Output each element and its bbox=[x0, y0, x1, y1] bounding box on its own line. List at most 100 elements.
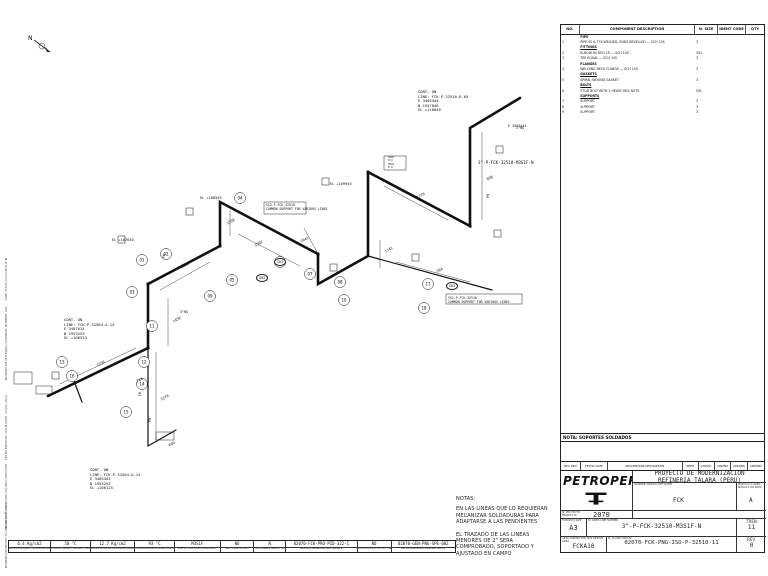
side-text-issue-date: FECHA EMISION / ISSUE DATE: 14-JUL-2010 bbox=[4, 395, 8, 460]
pipe-segment-drop bbox=[147, 347, 177, 448]
design-data-label: PRESION OPERAC. OPERAT.PRESSURE bbox=[9, 547, 50, 550]
table-cell-size: 3X2 bbox=[695, 50, 703, 55]
callout-cont-top-line: N 1947846 bbox=[418, 102, 439, 108]
col-header-description: COMPONENT DESCRIPTION bbox=[579, 25, 696, 35]
design-data-value: N bbox=[254, 541, 286, 548]
north-arrow-icon bbox=[33, 39, 51, 53]
note-line: ADAPTARSE A LAS PENDIENTES bbox=[456, 519, 538, 526]
rev-col-design: DISEÑO bbox=[715, 462, 732, 470]
node-label: 02 bbox=[163, 252, 169, 257]
callout-cont-bottom-line: CONT. ON bbox=[90, 467, 109, 472]
callout-elev-3-line: EL +107630 bbox=[112, 238, 134, 242]
design-data-label: NUMERO DIAGRAMA P&ID NUMBER bbox=[300, 547, 343, 550]
table-cell-desc: GASKETS bbox=[580, 72, 597, 77]
rev-col-date: FECHA DATE bbox=[581, 462, 608, 470]
table-cell-desc: FITTINGS bbox=[580, 45, 597, 50]
field-weld-tag: FW bbox=[162, 253, 166, 258]
design-data-label: AFECTA A PROT. AFFECT PROT. bbox=[357, 547, 391, 550]
design-data-label: ESPECIF. MATERIAL PIPING SPEC. bbox=[177, 547, 217, 550]
callout-cont-top-line: LINE: FCK-P-32510-R-65 bbox=[418, 93, 469, 99]
side-text-line: LINE: FCK-P-32510-M3S1F-N bbox=[4, 257, 8, 300]
node-label: 01 bbox=[139, 258, 145, 263]
callout-elev-1: EL +108595 bbox=[200, 196, 222, 200]
rev-col-description: DESCRIPCION DESCRIPTION bbox=[608, 462, 683, 470]
area-cell: AREA DISEÑO POR PDS DESIGN AREA FCKA10 bbox=[561, 537, 607, 553]
callout-support-right-line: SS2-P-FCK-32510 bbox=[448, 296, 477, 300]
line-label: Nº LINEA LINE NUMBER bbox=[588, 519, 619, 522]
rev-value: 0 bbox=[749, 542, 754, 549]
callout-cont-left-line: N 1953253 bbox=[64, 330, 85, 336]
company-name: PETROPERU bbox=[563, 474, 632, 488]
table-cell-desc: PIPE SS A-778 WELDED, ENDS BEVELLED — SC… bbox=[580, 40, 665, 45]
table-cell-no: 5 bbox=[562, 77, 565, 82]
module-value: A bbox=[749, 497, 753, 504]
pipe-segment-lower bbox=[46, 199, 320, 398]
project-no-label: Nº PROYECTO PROJECT Nº bbox=[562, 511, 580, 517]
table-cell-no: 9 bbox=[562, 110, 565, 115]
callout-support-upper-line: COMMON SUPPORT FOR VARIOUS LINES bbox=[266, 207, 328, 211]
node-label: 12 bbox=[141, 360, 147, 365]
project-no-filler bbox=[633, 511, 766, 519]
design-data-label: PRESION DISEÑO DESIGN.PRESSURE bbox=[91, 547, 134, 550]
node-label: 13 bbox=[59, 360, 65, 365]
table-cell-desc: SUPPORTS bbox=[580, 93, 600, 98]
callout-cont-bottom-line: EL +106125 bbox=[90, 485, 113, 491]
field-weld-tag: FW bbox=[486, 193, 490, 198]
callout-cont-left-line: CONT. ON bbox=[64, 317, 83, 322]
table-cell-size: 3 bbox=[695, 110, 699, 115]
table-cell-desc: FLANGES bbox=[580, 61, 597, 66]
tren-value: 11 bbox=[747, 524, 756, 531]
table-cell-desc: STUD BOLT WITH 2 HEAVY HEX NUTS bbox=[580, 88, 640, 93]
rev-col-approved: APROBÓ bbox=[731, 462, 748, 470]
note-line: COMPROBADO, SOPORTADO Y bbox=[456, 544, 534, 551]
note-line: AJUSTADO EN CAMPO bbox=[456, 550, 512, 557]
company-logo-icon bbox=[585, 492, 607, 505]
field-weld-tag: FW bbox=[148, 417, 152, 422]
table-cell-no: 3 bbox=[562, 56, 565, 61]
callout-line-tag-line: 3"-P-FCK-32510-M3S1F-N bbox=[478, 160, 534, 165]
callout-line-tag: 3"-P-FCK-32510-M3S1F-N bbox=[478, 160, 533, 165]
callout-cont-top-line: EL +110840 bbox=[418, 107, 441, 113]
node-label: 11 bbox=[149, 324, 155, 329]
pipe-size-tag: 3"NS bbox=[180, 310, 189, 314]
side-text-project: NUMERO DE PROYECTO / PROJECT Nº: 2070 bbox=[4, 502, 8, 568]
design-data-value: 02070-GEN-PNG-SPE-002 bbox=[391, 541, 455, 548]
callout-elev-3: EL +107630 bbox=[112, 238, 134, 242]
unit-label: NOMBRE UNIDAD UNIT NAME bbox=[634, 483, 673, 486]
table-cell-qty bbox=[746, 109, 764, 114]
project-title-cell: PROYECTO DE MODERNIZACION REFINERIA TALA… bbox=[633, 471, 766, 483]
rev-col-approved-2: APROBÓ bbox=[749, 463, 762, 468]
dimension-lines bbox=[59, 132, 483, 440]
support-tag: S01 bbox=[274, 258, 287, 266]
node-label: 09 bbox=[207, 294, 213, 299]
weld-markers bbox=[146, 170, 472, 350]
support-tag: S03 bbox=[446, 282, 459, 290]
table-row: GASKETS bbox=[561, 72, 764, 77]
design-data-value: NO bbox=[220, 541, 254, 548]
table-cell-size: 5/8 bbox=[695, 88, 702, 93]
project-no-value: 2070 bbox=[593, 511, 610, 519]
design-data-value: 02070-FCK-PRO-PID-322-1 bbox=[286, 541, 357, 548]
node-bubbles bbox=[56, 192, 434, 418]
table-cell-desc: BOLTS bbox=[580, 83, 592, 88]
callout-east-1-line: E 3405444 bbox=[508, 124, 527, 128]
design-data-value: 12.7 Kg/cm2 bbox=[91, 541, 134, 548]
rev-cell: REV. 0 bbox=[737, 537, 766, 553]
design-data-label: TRAT.TERMICO PWHT bbox=[224, 547, 250, 550]
design-data-label: TEMPER.DISEÑO DESIGN.TEMPER. bbox=[135, 547, 174, 550]
